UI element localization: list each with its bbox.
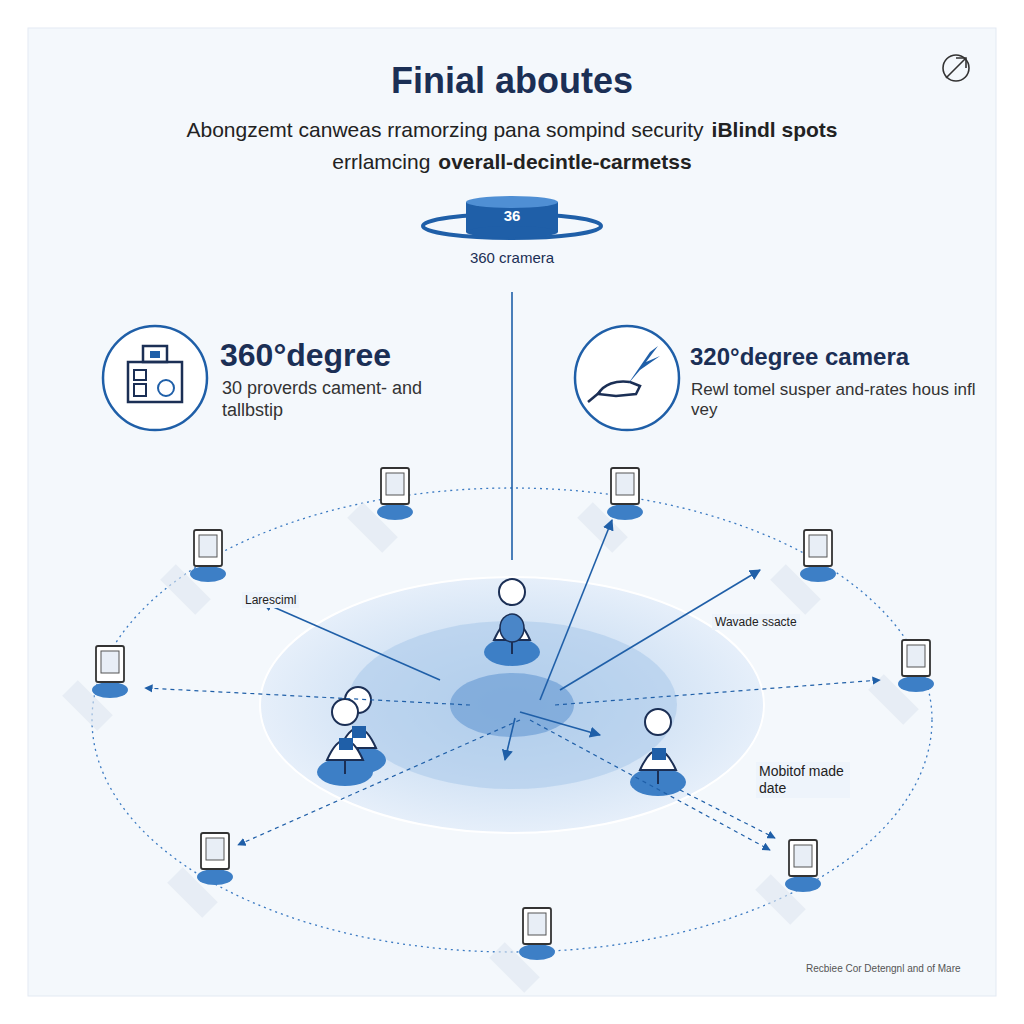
monitor-icon [876,640,934,717]
feature-heading: 320°degree camera [690,343,909,372]
person-figure [317,699,373,786]
monitor-icon [497,908,555,985]
monitor-icon [168,530,226,607]
person-figure [484,579,540,666]
feature-heading: 360°degree [220,336,391,374]
feature-text: Rewl tomel susper and-rates hous infl ve… [691,380,981,421]
subtitle-line: errlamcing overall-decintle-carmetss [0,146,1024,178]
area-label: Laresciml [242,592,299,608]
subtitle-text: iBlindl spots [712,118,838,141]
area-label: Wavade ssacte [712,614,800,630]
monitor-icon [355,468,413,545]
subtitle-text: errlamcing [332,150,430,173]
building-icon [103,326,207,430]
subtitle: Abongzemt canweas rramorzing pana sompin… [0,114,1024,178]
subtitle-text: Abongzemt canweas rramorzing pana sompin… [186,118,703,141]
title: Finial aboutes [0,60,1024,102]
subtitle-text: overall-decintle-carmetss [438,150,691,173]
monitor-icon [778,530,836,607]
monitor-icon [763,840,821,917]
feature-text: 30 proverds cament- and tallbstip [222,378,427,421]
corner-icon [943,55,969,81]
monitor-icon [175,833,233,910]
monitor-icon [70,646,128,723]
hand-pen-icon [575,326,679,430]
camera-label: 360 cramera [417,226,607,268]
person-figure [630,709,686,796]
footer-note: Recbiee Cor Detengnl and of Mare [806,963,961,975]
area-label: Mobitof made date [756,762,850,798]
camera-node: 36360 cramera [417,190,607,268]
subtitle-line: Abongzemt canweas rramorzing pana sompin… [0,114,1024,146]
camera-number: 36 [417,190,607,226]
monitor-icon [585,468,643,545]
